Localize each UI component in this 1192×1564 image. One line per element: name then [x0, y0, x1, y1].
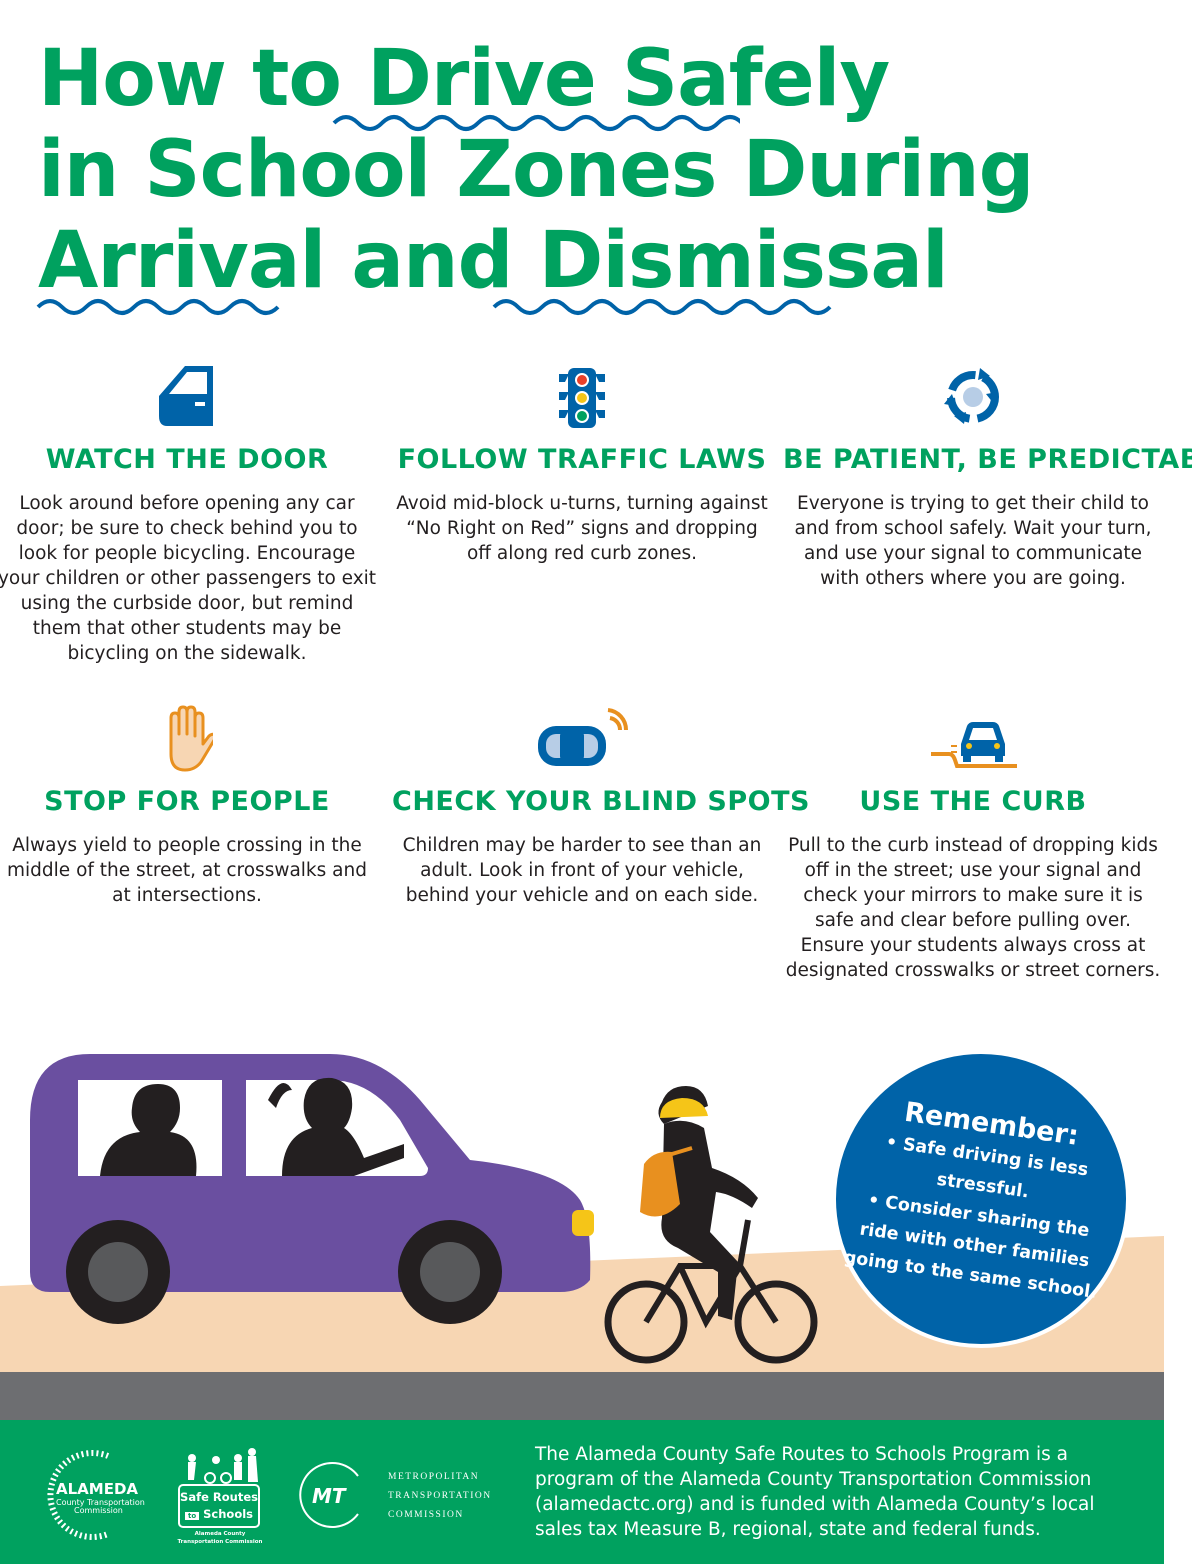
funding-statement: The Alameda County Safe Routes to School…	[535, 1444, 1095, 1540]
child-on-bicycle	[604, 1086, 818, 1364]
traffic-light-icon	[392, 360, 772, 430]
logo-text: METROPOLITAN	[388, 1472, 480, 1482]
logo-text: MT	[312, 1484, 346, 1508]
wave-underline	[332, 115, 740, 131]
logo-text: County Transportation	[56, 1498, 145, 1507]
tip-text: Pull to the curb instead of dropping kid…	[785, 835, 1161, 981]
footer: ALAMEDA County Transportation Commission…	[0, 1420, 1164, 1564]
mtc-logo: MT METROPOLITAN TRANSPORTATION COMMISSION	[298, 1460, 498, 1530]
logo-text: Commission	[74, 1506, 123, 1515]
tip-text: Look around before opening any car door;…	[0, 493, 377, 664]
tip-text: Children may be harder to see than an ad…	[402, 835, 762, 906]
car-door-icon	[0, 360, 377, 430]
passenger-silhouette	[100, 1084, 197, 1176]
hand-stop-icon	[0, 702, 377, 772]
logo-text: Schools	[203, 1507, 254, 1521]
tip-heading: USE THE CURB	[859, 786, 1087, 817]
purple-car	[30, 1054, 594, 1324]
tip-text: Everyone is trying to get their child to…	[794, 493, 1152, 589]
alameda-ctc-logo: ALAMEDA County Transportation Commission	[38, 1450, 148, 1540]
tip-use-curb: USE THE CURB Pull to the curb instead of…	[783, 702, 1163, 983]
tip-blind-spots: CHECK YOUR BLIND SPOTS Children may be h…	[392, 702, 810, 908]
tip-text: Always yield to people crossing in the m…	[7, 835, 367, 906]
tip-heading: STOP FOR PEOPLE	[44, 786, 330, 817]
tip-be-patient: BE PATIENT, BE PREDICTABLE Everyone is t…	[783, 360, 1192, 591]
tip-traffic-laws: FOLLOW TRAFFIC LAWS Avoid mid-block u-tu…	[392, 360, 772, 566]
road	[0, 1372, 1164, 1420]
car-signal-icon	[392, 702, 772, 772]
wave-underline	[492, 299, 832, 315]
logo-text: COMMISSION	[388, 1510, 464, 1520]
tip-heading: CHECK YOUR BLIND SPOTS	[392, 786, 810, 817]
title-highlight: Arrival	[38, 216, 326, 306]
logo-text: Alameda County	[194, 1531, 246, 1537]
wave-underline	[36, 299, 280, 315]
logo-text: TRANSPORTATION	[388, 1491, 492, 1501]
car-curb-icon	[783, 702, 1163, 772]
logo-text: ALAMEDA	[56, 1480, 139, 1498]
tip-heading: WATCH THE DOOR	[45, 444, 329, 475]
title-highlight: Dismissal	[538, 216, 949, 306]
driver-silhouette	[268, 1077, 404, 1176]
title-line-2: in School Zones During	[38, 125, 1034, 215]
tip-heading: FOLLOW TRAFFIC LAWS	[397, 444, 767, 475]
title-highlight: Drive Safely	[367, 34, 890, 124]
page-title: How to Drive Safely in School Zones Duri…	[38, 34, 1034, 307]
title-text: and	[325, 216, 539, 306]
tip-stop-for-people: STOP FOR PEOPLE Always yield to people c…	[0, 702, 377, 908]
logo-text: to	[184, 1512, 200, 1520]
tip-text: Avoid mid-block u-turns, turning against…	[396, 493, 768, 564]
circular-arrows-icon	[783, 360, 1163, 430]
logo-text: Transportation Commission	[177, 1539, 263, 1545]
tip-heading: BE PATIENT, BE PREDICTABLE	[783, 444, 1192, 475]
logo-text: Safe Routes	[180, 1490, 258, 1504]
tip-watch-door: WATCH THE DOOR Look around before openin…	[0, 360, 377, 666]
title-text: How to	[38, 34, 368, 124]
